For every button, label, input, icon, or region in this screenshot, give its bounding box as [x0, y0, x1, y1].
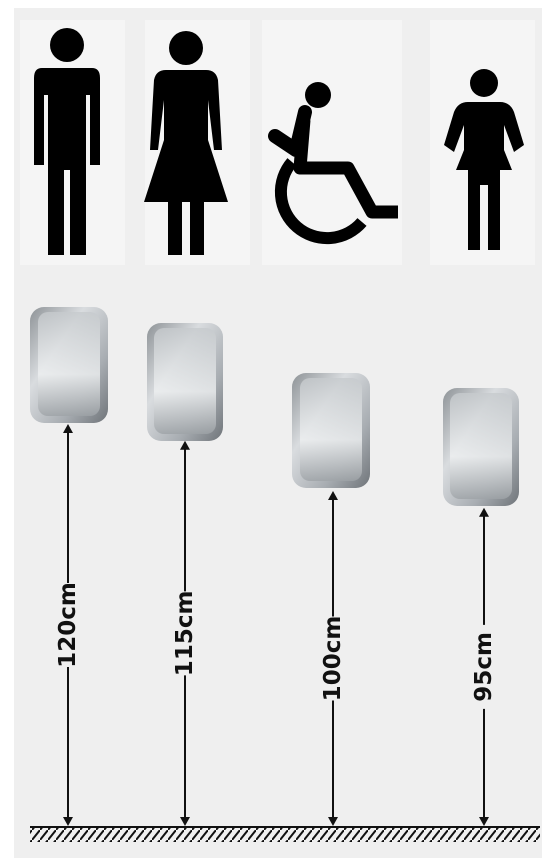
arrowhead-down: [328, 817, 338, 826]
height-label: 115cm: [172, 591, 198, 677]
hand-dryer-4: [443, 388, 519, 506]
height-label: 120cm: [55, 582, 81, 668]
floor-hatch: [30, 828, 540, 842]
hand-dryer-1: [30, 307, 108, 423]
dimension-arrow: 95cm: [471, 508, 497, 826]
arrowhead-up: [479, 508, 489, 517]
arrowhead-down: [479, 817, 489, 826]
arrowhead-up: [63, 424, 73, 433]
hand-dryer-3: [292, 373, 370, 488]
height-label: 95cm: [471, 632, 497, 702]
dimension-arrow: 120cm: [55, 424, 81, 826]
arrowhead-up: [180, 441, 190, 450]
arrowhead-up: [328, 491, 338, 500]
arrowhead-down: [63, 817, 73, 826]
height-label: 100cm: [320, 616, 346, 702]
hand-dryer-2: [147, 323, 223, 441]
dimension-arrow: 115cm: [172, 441, 198, 826]
arrowhead-down: [180, 817, 190, 826]
dimension-arrow: 100cm: [320, 491, 346, 826]
